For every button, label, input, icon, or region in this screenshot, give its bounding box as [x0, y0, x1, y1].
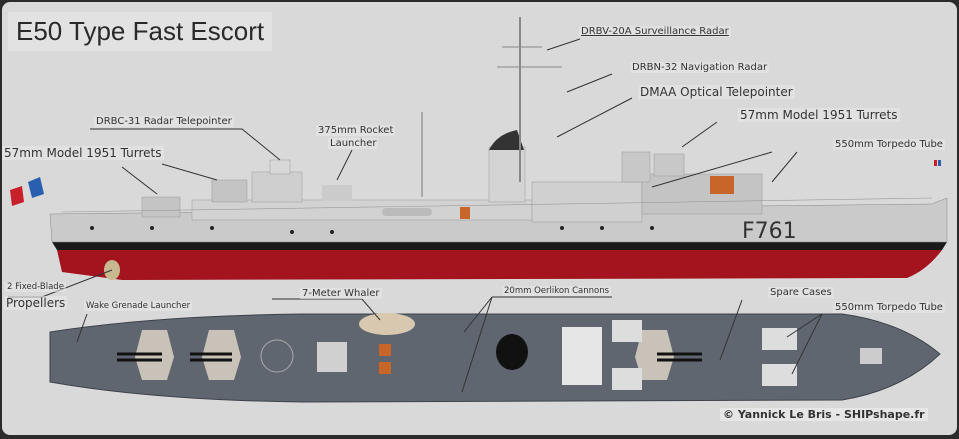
hull-number: F761 [742, 219, 797, 244]
label-wake-grenade: Wake Grenade Launcher [84, 301, 193, 311]
label-turrets-fwd: 57mm Model 1951 Turrets [738, 108, 900, 122]
label-spare-cases: Spare Cases [768, 287, 834, 298]
label-whaler: 7-Meter Whaler [300, 288, 382, 299]
label-drbn-radar: DRBN-32 Navigation Radar [630, 62, 770, 73]
label-oerlikon: 20mm Oerlikon Cannons [502, 286, 612, 296]
label-torpedo-top: 550mm Torpedo Tube [833, 302, 945, 313]
credit: © Yannick Le Bris - SHIPshape.fr [720, 408, 928, 421]
boot-topping [52, 242, 947, 250]
label-propellers-1: 2 Fixed-Blade [5, 282, 66, 292]
label-propellers-2: Propellers [4, 296, 68, 310]
label-rocket-1: 375mm Rocket [316, 125, 396, 136]
top-view [49, 313, 941, 403]
label-dmaa-telepointer: DMAA Optical Telepointer [638, 85, 795, 99]
funnel-cap [489, 130, 524, 150]
hull-red [57, 250, 942, 280]
label-rocket-2: Launcher [328, 138, 379, 149]
side-profile [10, 17, 948, 280]
page-title: E50 Type Fast Escort [8, 12, 273, 51]
label-turrets-aft: 57mm Model 1951 Turrets [2, 146, 164, 160]
label-drbc-telepointer: DRBC-31 Radar Telepointer [94, 116, 234, 127]
flag-fr-stern [10, 186, 24, 206]
label-drbv-radar: DRBV-20A Surveillance Radar [579, 26, 731, 37]
deck-outline [49, 313, 941, 403]
label-torpedo-side: 550mm Torpedo Tube [833, 139, 945, 150]
